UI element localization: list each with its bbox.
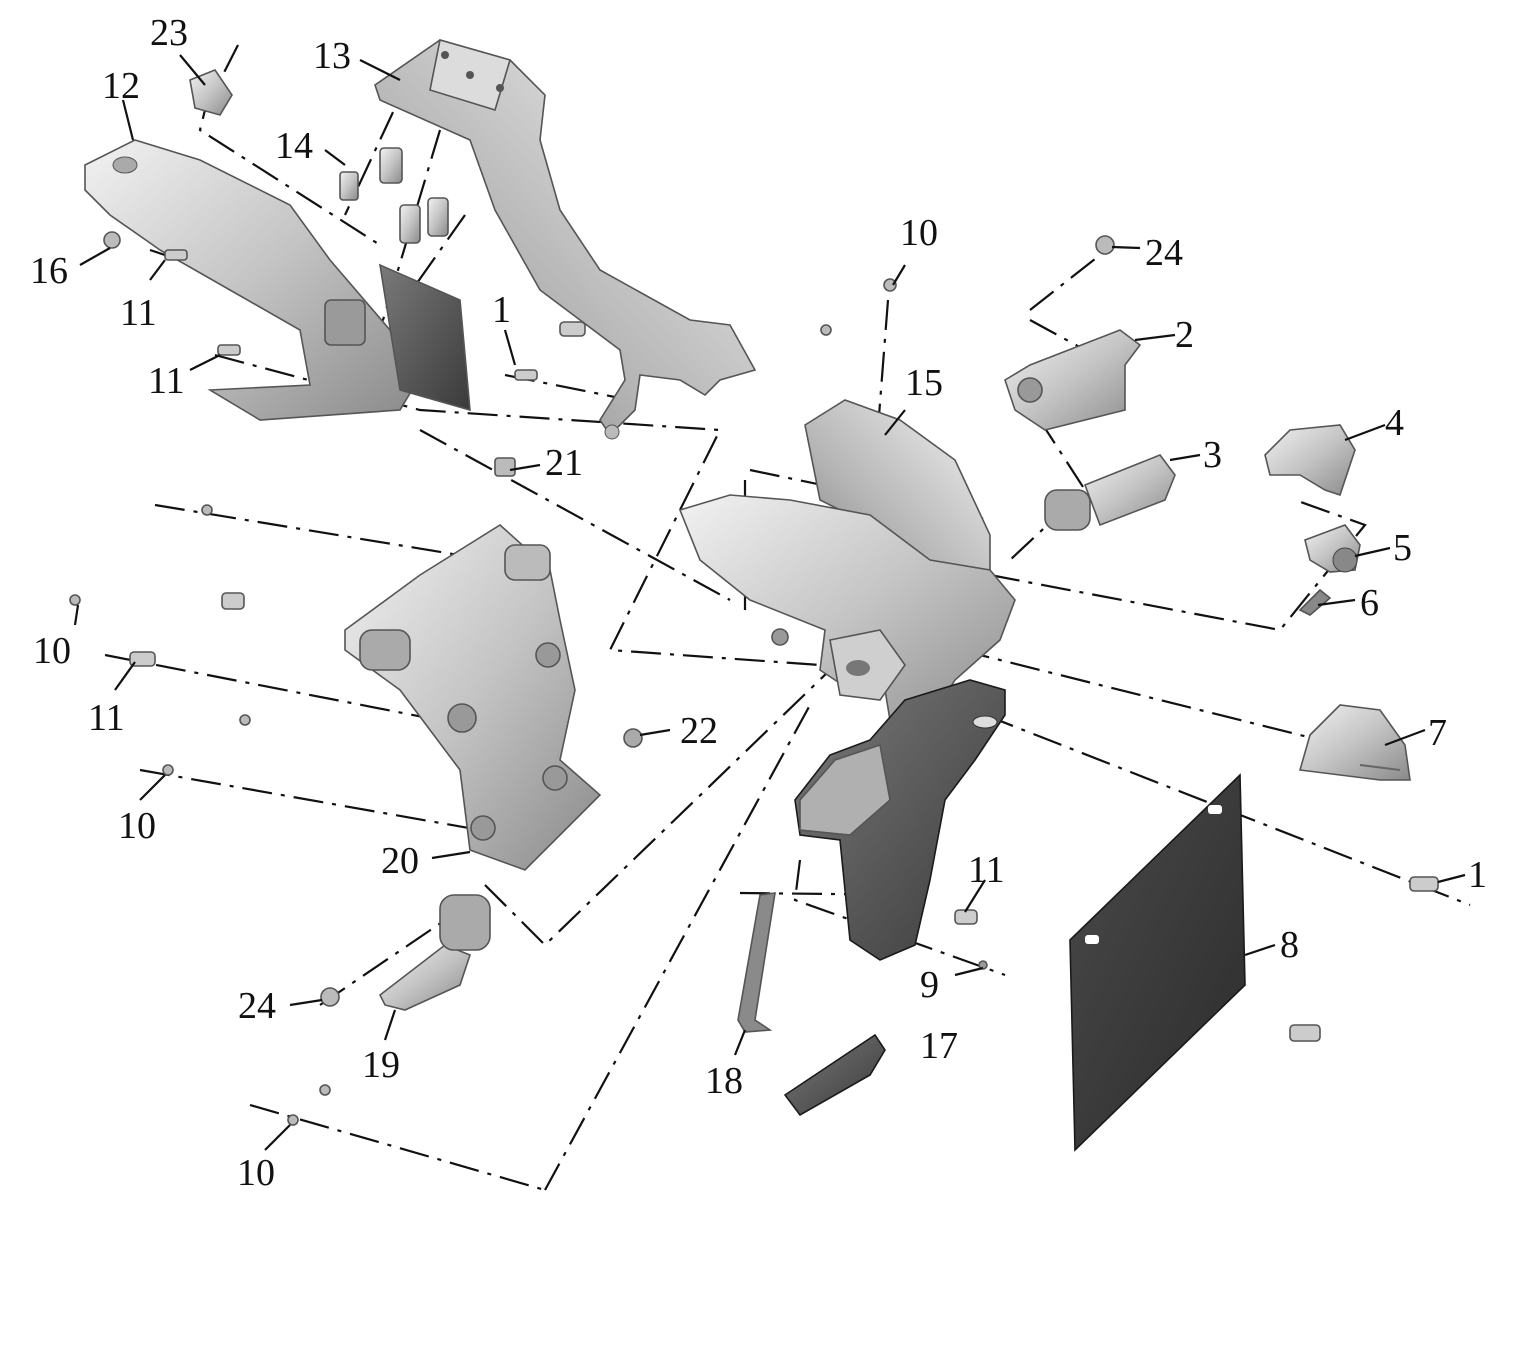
callout-11-c: 11 <box>968 849 1005 891</box>
callout-2: 2 <box>1175 314 1194 356</box>
part-15-tail-unit <box>678 399 1016 742</box>
part-19-left-indicator <box>378 894 491 1011</box>
callout-10-b: 10 <box>33 630 71 672</box>
callout-1-a: 1 <box>492 289 511 331</box>
part-5-lamp-housing <box>1304 524 1361 573</box>
callout-23: 23 <box>150 12 188 54</box>
callout-22: 22 <box>680 710 718 752</box>
callout-4: 4 <box>1385 402 1404 444</box>
callout-11-b: 11 <box>148 360 185 402</box>
part-20-lower-panel <box>344 524 602 871</box>
callout-9: 9 <box>920 964 939 1006</box>
callout-10-a: 10 <box>900 212 938 254</box>
callout-11-d: 11 <box>88 697 125 739</box>
fasteners <box>69 231 1439 1126</box>
callout-17: 17 <box>920 1025 958 1067</box>
callout-11-a: 11 <box>120 292 157 334</box>
callout-13: 13 <box>313 35 351 77</box>
part-13-rear-bracket <box>374 38 757 440</box>
callout-10-c: 10 <box>118 805 156 847</box>
callout-5: 5 <box>1393 527 1412 569</box>
part-8-license-plate <box>1069 773 1246 1152</box>
callout-18: 18 <box>705 1060 743 1102</box>
part-18-strap <box>737 892 776 1033</box>
callout-7: 7 <box>1428 712 1447 754</box>
part-12-undertray <box>84 139 471 421</box>
part-17-reflector <box>783 1033 886 1117</box>
part-17-plate-holder <box>794 679 1006 961</box>
part-23-clip <box>189 69 233 116</box>
callout-24-b: 24 <box>238 985 276 1027</box>
callout-19: 19 <box>362 1044 400 1086</box>
assembly-lines <box>104 44 1471 1192</box>
part-14-bolts <box>339 147 449 244</box>
callout-15: 15 <box>905 362 943 404</box>
callout-labels: 23 12 13 14 16 11 11 1 21 10 15 24 2 3 4… <box>30 12 1487 1194</box>
part-7-tail-light <box>1298 704 1411 781</box>
callout-3: 3 <box>1203 434 1222 476</box>
part-2-indicator-bracket <box>1004 329 1142 431</box>
callout-21: 21 <box>545 442 583 484</box>
callout-20: 20 <box>381 840 419 882</box>
part-6-gasket <box>1298 588 1332 616</box>
callout-8: 8 <box>1280 924 1299 966</box>
callout-12: 12 <box>102 65 140 107</box>
callout-16: 16 <box>30 250 68 292</box>
callout-24-a: 24 <box>1145 232 1183 274</box>
callout-10-d: 10 <box>237 1152 275 1194</box>
callout-6: 6 <box>1360 582 1379 624</box>
part-3-right-indicator <box>1044 454 1176 531</box>
leader-lines <box>73 54 1466 1151</box>
callout-14: 14 <box>275 125 313 167</box>
callout-1-b: 1 <box>1468 854 1487 896</box>
part-4-light-bracket <box>1264 424 1356 497</box>
